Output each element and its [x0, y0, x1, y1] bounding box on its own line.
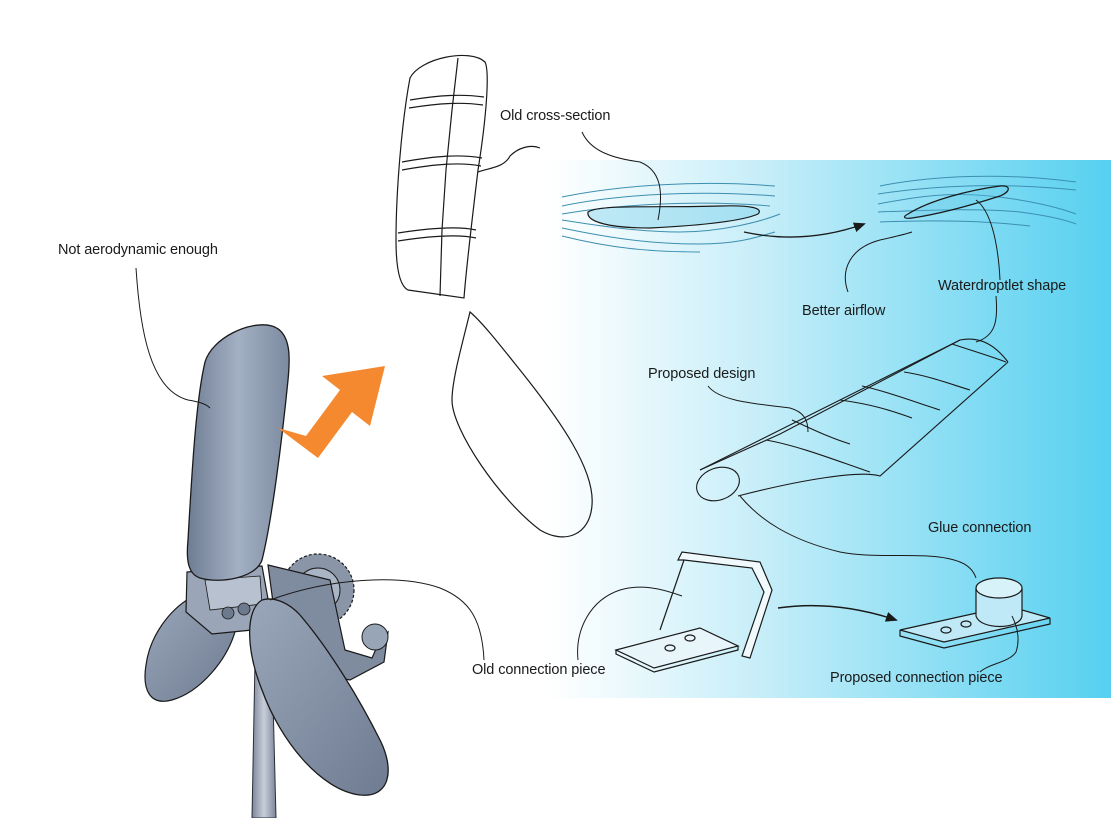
label-old-cross-section: Old cross-section: [500, 108, 610, 124]
label-proposed-connection-piece: Proposed connection piece: [830, 670, 1002, 686]
orange-arrow-icon: [278, 366, 385, 458]
label-better-airflow: Better airflow: [802, 303, 885, 319]
label-glue-connection: Glue connection: [928, 520, 1031, 536]
label-waterdroplet-shape: Waterdroptlet shape: [938, 278, 1066, 294]
label-old-connection-piece: Old connection piece: [472, 662, 605, 678]
label-proposed-design: Proposed design: [648, 366, 755, 382]
label-not-aerodynamic: Not aerodynamic enough: [58, 242, 218, 258]
